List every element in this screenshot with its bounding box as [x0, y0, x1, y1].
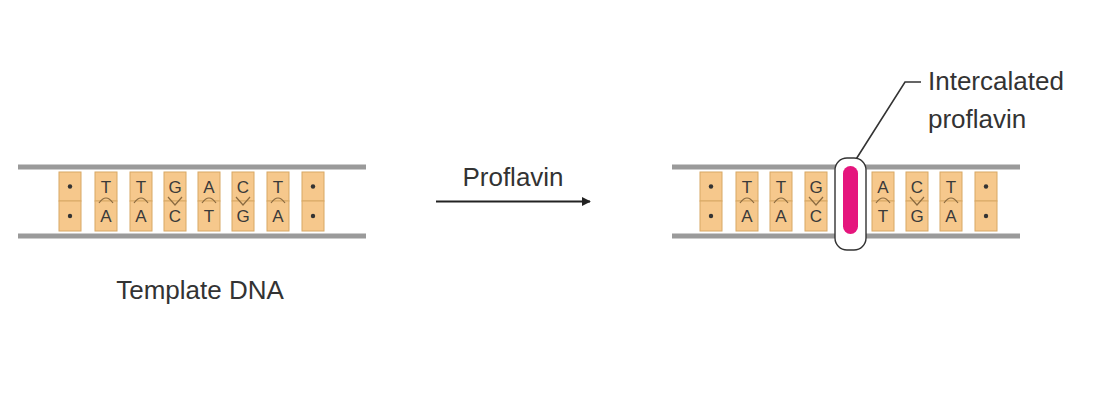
base-letter: C [232, 178, 254, 198]
base-pair [975, 172, 997, 231]
base-pair [805, 172, 827, 231]
base-letter: T [872, 207, 894, 227]
dna-molecule: TTGACTAACTGA [672, 160, 1020, 240]
dna-molecule: TTGACTAACTGATemplate DNA [18, 160, 366, 240]
base-letter: C [906, 178, 928, 198]
base-pair [232, 172, 254, 231]
arrow-label: Proflavin [458, 161, 567, 193]
base-letter: G [232, 207, 254, 227]
base-letter: T [95, 178, 117, 198]
base-pair [95, 172, 117, 231]
base-letter: A [130, 207, 152, 227]
base-pair [267, 172, 289, 231]
base-letter: C [164, 207, 186, 227]
base-letter: T [267, 178, 289, 198]
base-pair [130, 172, 152, 231]
base-pair [59, 172, 81, 231]
sugar-backbone [18, 165, 366, 170]
leader-line [853, 82, 921, 164]
base-letter: A [940, 207, 962, 227]
base-pair [770, 172, 792, 231]
base-letter: A [95, 207, 117, 227]
base-letter: T [130, 178, 152, 198]
base-pair [198, 172, 220, 231]
base-letter: A [198, 178, 220, 198]
base-pair [302, 172, 324, 231]
sugar-backbone [18, 234, 366, 239]
base-pair [872, 172, 894, 231]
callout-label: Intercalated proflavin [928, 62, 1108, 138]
molecule-name: Template DNA [26, 272, 374, 308]
base-pair [940, 172, 962, 231]
base-letter: T [770, 178, 792, 198]
dna-ladder [18, 167, 366, 236]
base-letter: G [164, 178, 186, 198]
proflavin-molecule [835, 158, 866, 250]
base-letter: T [198, 207, 220, 227]
base-pair [906, 172, 928, 231]
base-letter: A [736, 207, 758, 227]
base-letter: G [906, 207, 928, 227]
base-letter: G [805, 178, 827, 198]
base-letter: C [805, 207, 827, 227]
base-letter: A [872, 178, 894, 198]
base-letter: A [267, 207, 289, 227]
reaction-arrow [436, 201, 590, 203]
base-letter: T [736, 178, 758, 198]
base-pair [700, 172, 722, 231]
base-pair [736, 172, 758, 231]
base-letter: T [940, 178, 962, 198]
base-pair [164, 172, 186, 231]
dna-ladder [672, 167, 1020, 236]
base-letter: A [770, 207, 792, 227]
